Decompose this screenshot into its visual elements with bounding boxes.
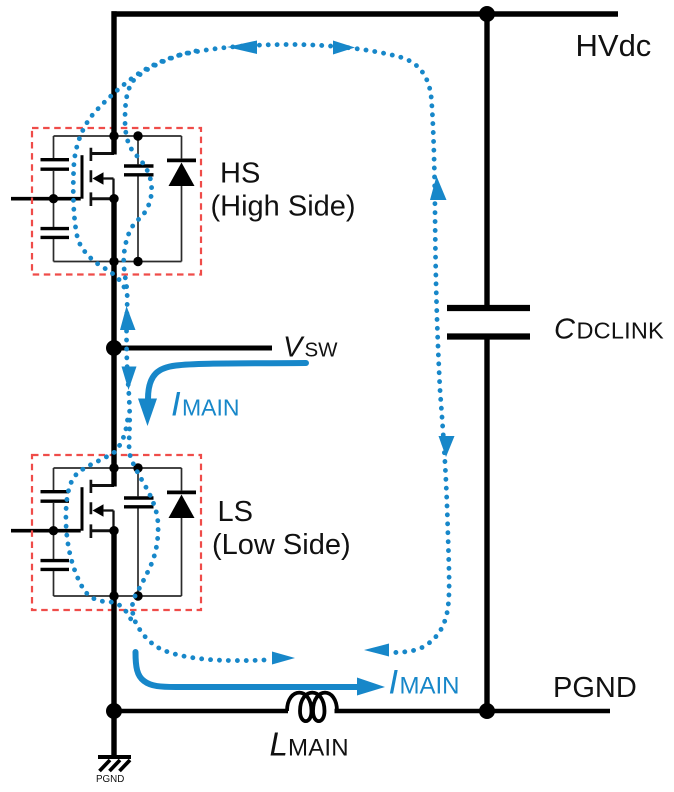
- svg-text:LS: LS: [218, 496, 253, 528]
- svg-text:I: I: [389, 664, 399, 702]
- svg-text:L: L: [270, 726, 288, 763]
- svg-text:(Low Side): (Low Side): [212, 529, 351, 561]
- svg-text:SW: SW: [305, 339, 339, 362]
- svg-text:HS: HS: [220, 158, 260, 190]
- svg-text:MAIN: MAIN: [400, 673, 460, 700]
- svg-text:(High Side): (High Side): [211, 191, 356, 223]
- svg-text:I: I: [171, 386, 181, 424]
- svg-text:PGND: PGND: [96, 774, 124, 785]
- svg-text:DCLINK: DCLINK: [577, 318, 665, 344]
- svg-text:C: C: [554, 314, 576, 346]
- svg-text:HVdc: HVdc: [576, 28, 652, 63]
- svg-text:MAIN: MAIN: [182, 395, 240, 421]
- svg-text:MAIN: MAIN: [288, 735, 349, 762]
- svg-text:PGND: PGND: [553, 672, 637, 704]
- svg-text:V: V: [283, 332, 305, 364]
